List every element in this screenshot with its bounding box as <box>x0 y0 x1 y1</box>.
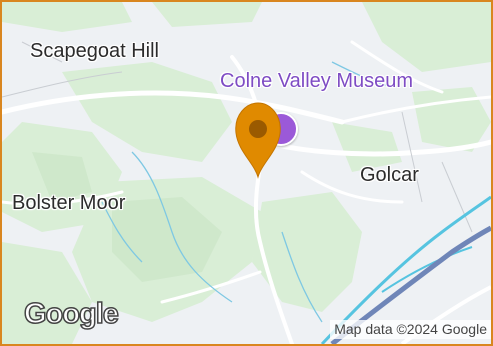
place-label-scapegoat-hill: Scapegoat Hill <box>30 40 159 62</box>
map-pin-icon[interactable] <box>232 101 284 179</box>
roads <box>2 40 491 344</box>
place-label-golcar: Golcar <box>360 164 419 186</box>
river <box>320 195 491 344</box>
streams <box>101 61 393 323</box>
map-attribution[interactable]: Map data ©2024 Google <box>330 320 491 339</box>
place-label-bolster-moor: Bolster Moor <box>12 192 126 214</box>
minor-roads <box>2 41 473 233</box>
poi-label-colne-valley-museum[interactable]: Colne Valley Museum <box>220 70 414 92</box>
google-logo[interactable]: Google <box>23 297 119 331</box>
